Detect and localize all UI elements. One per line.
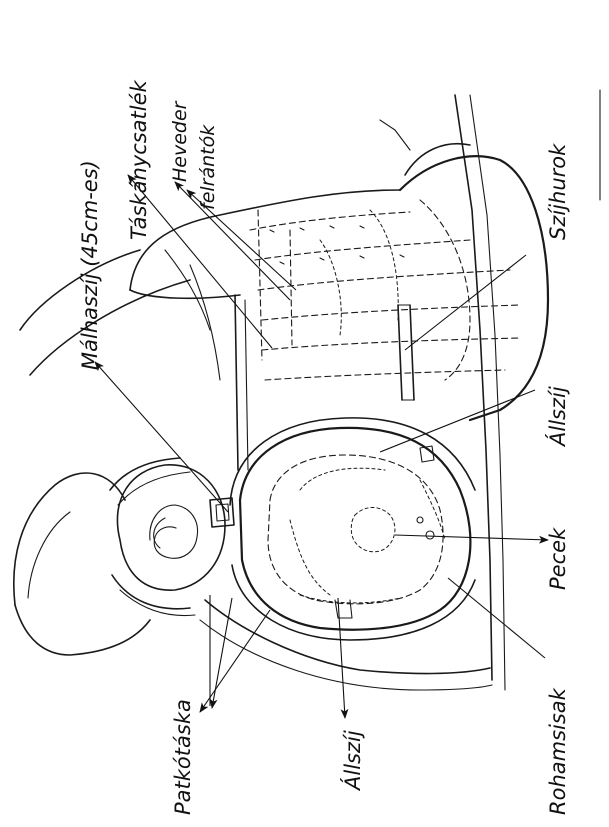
leader-lines <box>95 175 548 718</box>
label-allszij-right: Állszíj <box>545 386 570 448</box>
label-pecek: Pecek <box>546 527 570 590</box>
label-heveder-2: felrántók <box>197 124 219 210</box>
label-patkotaska: Patkótáska <box>171 699 195 815</box>
label-malhaszij: Málhaszíj (45cm-es) <box>78 160 102 370</box>
rolled-bundle <box>110 458 234 616</box>
labels: Málhaszíj (45cm-es) Táskánycsatlék Heved… <box>78 79 570 815</box>
label-rohamsisak: Rohamsisak <box>546 687 570 815</box>
arrow-szijhurok <box>405 255 526 350</box>
label-taskanycsatlek: Táskánycsatlék <box>127 79 151 240</box>
arrow-allszij-right <box>380 390 535 452</box>
arrow-malhaszij <box>95 362 228 512</box>
label-allszij-bottom: Állszíj <box>340 730 365 792</box>
helmet <box>230 418 475 640</box>
arrow-allszij-bottom <box>338 598 345 718</box>
label-heveder-1: Heveder <box>169 100 191 182</box>
internal-straps <box>250 200 520 400</box>
arrow-rohamsisak <box>448 578 545 658</box>
label-szijhurok: Szíjhurok <box>546 143 570 240</box>
arrow-heveder-1 <box>175 182 290 300</box>
arrow-patkotaska-2 <box>212 598 232 708</box>
